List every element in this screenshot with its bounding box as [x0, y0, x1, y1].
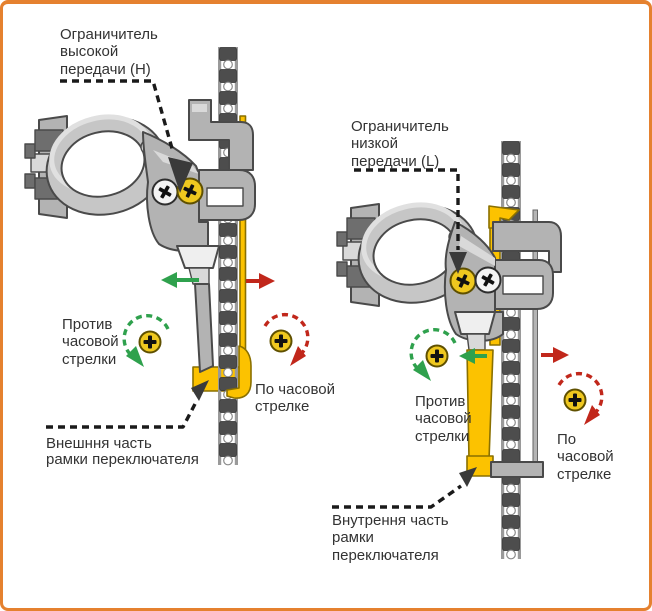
move-right-arrow — [541, 347, 569, 363]
left-ccw-label: Против часовой стрелки — [62, 316, 119, 368]
screw-icon — [138, 330, 162, 354]
inner-cage-label-line: переключателя — [332, 546, 439, 564]
right-cw-label-line: часовой — [557, 448, 614, 466]
move-left-arrow — [161, 272, 199, 288]
body-knob — [176, 245, 220, 269]
right-ccw-label-line: часовой — [415, 410, 472, 428]
chain — [500, 140, 522, 560]
left-derailleur-diagram — [24, 46, 310, 466]
l-limiter-label-line: низкой — [351, 135, 398, 153]
right-cw-label: По часовой стрелке — [557, 431, 614, 483]
left-ccw-label-line: часовой — [62, 333, 119, 351]
h-limiter-label-line: Ограничитель — [60, 26, 158, 43]
inner-cage-label-line: рамки — [332, 529, 374, 547]
outer-cage-plate — [226, 115, 252, 399]
h-limiter-label-line: высокой — [60, 43, 119, 61]
l-limit-screw — [449, 267, 477, 295]
left-ccw-label-line: стрелки — [62, 350, 117, 368]
left-cw-label-line: По часовой — [255, 381, 335, 398]
l-limiter-label-line: Ограничитель — [351, 118, 449, 135]
right-derailleur-diagram — [332, 140, 604, 560]
chain — [217, 46, 239, 466]
cage-bottom-bar — [490, 461, 544, 478]
derailleur-body — [142, 99, 256, 373]
h-limit-screw — [474, 266, 502, 294]
top-arm — [188, 99, 254, 171]
right-ccw-label: Против часовой стрелки — [415, 393, 472, 445]
inner-cage-label-line: Внутрення часть — [332, 512, 449, 529]
cw-rotation-arrow — [557, 371, 604, 425]
left-ccw-label-line: Против — [62, 316, 113, 333]
inner-cage-label: Внутрення часть рамки переключателя — [332, 512, 449, 564]
screw-icon — [425, 344, 449, 368]
h-limit-screw — [176, 177, 204, 205]
cage-arm-blade — [194, 283, 214, 373]
l-limit-screw — [151, 178, 179, 206]
diagram-artwork — [24, 46, 604, 560]
right-ccw-label-line: стрелки — [415, 427, 470, 445]
outer-cage-leader — [46, 380, 209, 429]
outer-cage-label: Внешння часть рамки переключателя — [46, 436, 199, 468]
right-ccw-label-line: Против — [415, 393, 466, 410]
cw-rotation-arrow — [263, 312, 310, 366]
right-cw-label-line: стрелке — [557, 465, 612, 483]
l-limiter-label-line: передачи (L) — [351, 152, 440, 170]
h-limiter-label-line: передачи (H) — [60, 60, 151, 78]
body-knob — [454, 311, 496, 335]
right-cw-label-line: По — [557, 431, 577, 448]
h-limiter-leader — [60, 79, 193, 193]
inner-cage-leader — [332, 467, 477, 509]
l-limiter-leader — [354, 168, 467, 274]
l-limiter-label: Ограничитель низкой передачи (L) — [351, 118, 449, 170]
outer-cage-label-line: Внешння часть — [46, 435, 152, 452]
screw-icon — [269, 329, 293, 353]
move-left-arrow — [459, 348, 487, 364]
left-cw-label-line: стрелке — [255, 398, 310, 416]
screw-icon — [563, 388, 587, 412]
ccw-rotation-arrow — [409, 328, 457, 381]
ccw-rotation-arrow — [122, 314, 170, 367]
move-right-arrow — [246, 273, 275, 289]
h-limiter-label: Ограничитель высокой передачи (H) — [60, 26, 158, 78]
left-cw-label: По часовой стрелке — [255, 381, 335, 416]
outer-cage-label-line: рамки переключателя — [46, 450, 199, 468]
